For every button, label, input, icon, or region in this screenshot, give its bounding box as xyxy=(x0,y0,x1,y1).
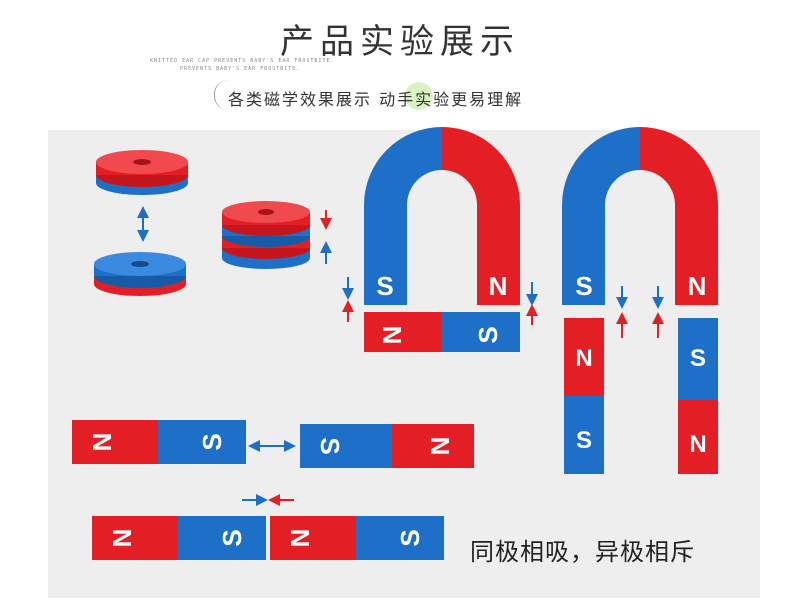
bar-magnet-under-horseshoe: N S xyxy=(364,312,520,352)
horseshoe-2-s-label: S xyxy=(575,271,592,301)
bar-magnet-repel-right: S N xyxy=(300,424,474,468)
repel-right-n-label: N xyxy=(425,437,455,456)
ring-magnet-bottom xyxy=(94,252,186,296)
attract-left-n-label: N xyxy=(107,529,137,548)
repel-right-s-label: S xyxy=(315,437,345,454)
subtitle-brace xyxy=(214,80,229,110)
subtitle-highlight xyxy=(405,82,433,110)
tiny-english-text: KNITTED EAR CAP PREVENTS BABY'S EAR FROS… xyxy=(150,58,335,64)
vbar-left-s-label: S xyxy=(576,427,592,454)
vertical-bar-magnet-right: S N xyxy=(678,318,718,474)
horseshoe-magnet-2: S N xyxy=(562,127,718,305)
vbar-right-s-label: S xyxy=(690,345,706,372)
bar-magnet-attract-left: N S xyxy=(92,516,266,560)
bar-magnet-repel-left: N S xyxy=(72,420,246,464)
horseshoe-2-n-label: N xyxy=(688,271,707,301)
repel-left-n-label: N xyxy=(87,433,117,452)
bar-magnet-attract-right: N S xyxy=(270,516,444,560)
bar-h1-s-label: S xyxy=(473,326,503,343)
tiny-english-text-2: PREVENTS BABY'S EAR FROSTBITE. xyxy=(180,66,301,72)
vbar-left-n-label: N xyxy=(575,345,592,372)
ring-magnet-stack xyxy=(222,201,310,269)
bar-h1-n-label: N xyxy=(377,326,407,345)
vertical-bar-magnet-left: N S xyxy=(564,318,604,474)
ring-magnet-top xyxy=(96,150,188,195)
horseshoe-magnet-1: S N xyxy=(364,127,520,305)
page-title: 产品实验展示 xyxy=(280,22,520,62)
horseshoe-1-s-label: S xyxy=(376,271,393,301)
subtitle: 各类磁学效果展示 动手实验更易理解 xyxy=(228,90,524,109)
attract-right-n-label: N xyxy=(285,529,315,548)
repel-left-s-label: S xyxy=(197,433,227,450)
caption: 同极相吸，异极相斥 xyxy=(470,538,695,566)
vbar-right-n-label: N xyxy=(689,431,706,458)
attract-left-s-label: S xyxy=(217,529,247,546)
horseshoe-1-n-label: N xyxy=(489,271,508,301)
attract-right-s-label: S xyxy=(395,529,425,546)
